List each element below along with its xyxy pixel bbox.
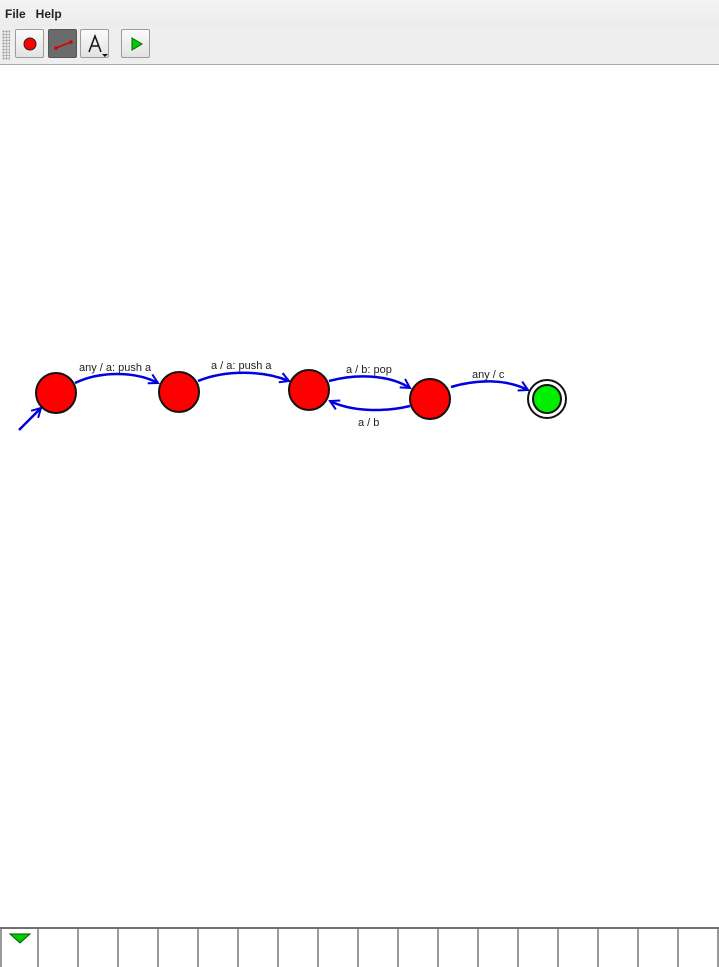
automaton-diagram: any / a: push a a / a: push a a / b: pop… bbox=[18, 360, 567, 431]
toolbar-grip-handle[interactable] bbox=[2, 30, 10, 60]
automaton-canvas[interactable]: any / a: push a a / a: push a a / b: pop… bbox=[0, 65, 719, 927]
play-icon bbox=[131, 37, 143, 51]
menu-help[interactable]: Help bbox=[35, 7, 62, 21]
tape-cell[interactable] bbox=[519, 929, 559, 967]
tape-cell[interactable] bbox=[0, 929, 39, 967]
letter-a-icon bbox=[88, 33, 108, 57]
transition-label: a / b bbox=[358, 417, 379, 429]
state-node[interactable] bbox=[35, 372, 77, 414]
run-button[interactable] bbox=[121, 29, 150, 58]
tape-cell[interactable] bbox=[559, 929, 599, 967]
accept-state-node[interactable] bbox=[527, 379, 567, 419]
start-arrow bbox=[18, 408, 41, 431]
transition-s0-s1[interactable] bbox=[74, 372, 158, 383]
add-text-button[interactable] bbox=[80, 29, 109, 58]
tape-cell[interactable] bbox=[359, 929, 399, 967]
tape-cell[interactable] bbox=[239, 929, 279, 967]
add-transition-button[interactable] bbox=[48, 29, 77, 58]
transition-s3-s2[interactable] bbox=[330, 401, 411, 412]
state-node[interactable] bbox=[158, 371, 200, 413]
tape-cell[interactable] bbox=[319, 929, 359, 967]
tape-head-icon bbox=[8, 933, 32, 944]
tape-cell[interactable] bbox=[679, 929, 719, 967]
menu-file[interactable]: File bbox=[5, 7, 26, 21]
tape-cell[interactable] bbox=[479, 929, 519, 967]
transition-label: a / b: pop bbox=[346, 364, 392, 376]
state-node[interactable] bbox=[409, 378, 451, 420]
input-tape bbox=[0, 927, 719, 967]
add-state-button[interactable] bbox=[15, 29, 44, 58]
menubar: File Help bbox=[0, 0, 719, 26]
tape-cell[interactable] bbox=[119, 929, 159, 967]
transition-label: a / a: push a bbox=[211, 360, 272, 372]
transition-s2-s3[interactable] bbox=[328, 375, 410, 388]
tape-cell[interactable] bbox=[399, 929, 439, 967]
transition-s3-s4[interactable] bbox=[450, 380, 528, 390]
state-node[interactable] bbox=[288, 369, 330, 411]
red-circle-icon bbox=[23, 37, 37, 51]
tape-cell[interactable] bbox=[79, 929, 119, 967]
tape-cell[interactable] bbox=[159, 929, 199, 967]
tape-cell[interactable] bbox=[199, 929, 239, 967]
tape-cell[interactable] bbox=[639, 929, 679, 967]
tape-cell[interactable] bbox=[39, 929, 79, 967]
transition-label: any / a: push a bbox=[79, 362, 152, 374]
transition-s1-s2[interactable] bbox=[197, 371, 289, 381]
toolbar bbox=[0, 26, 719, 65]
tape-cell[interactable] bbox=[439, 929, 479, 967]
arrow-line-icon bbox=[54, 40, 73, 50]
tape-cell[interactable] bbox=[279, 929, 319, 967]
tape-cell[interactable] bbox=[599, 929, 639, 967]
transition-label: any / c bbox=[472, 369, 505, 381]
